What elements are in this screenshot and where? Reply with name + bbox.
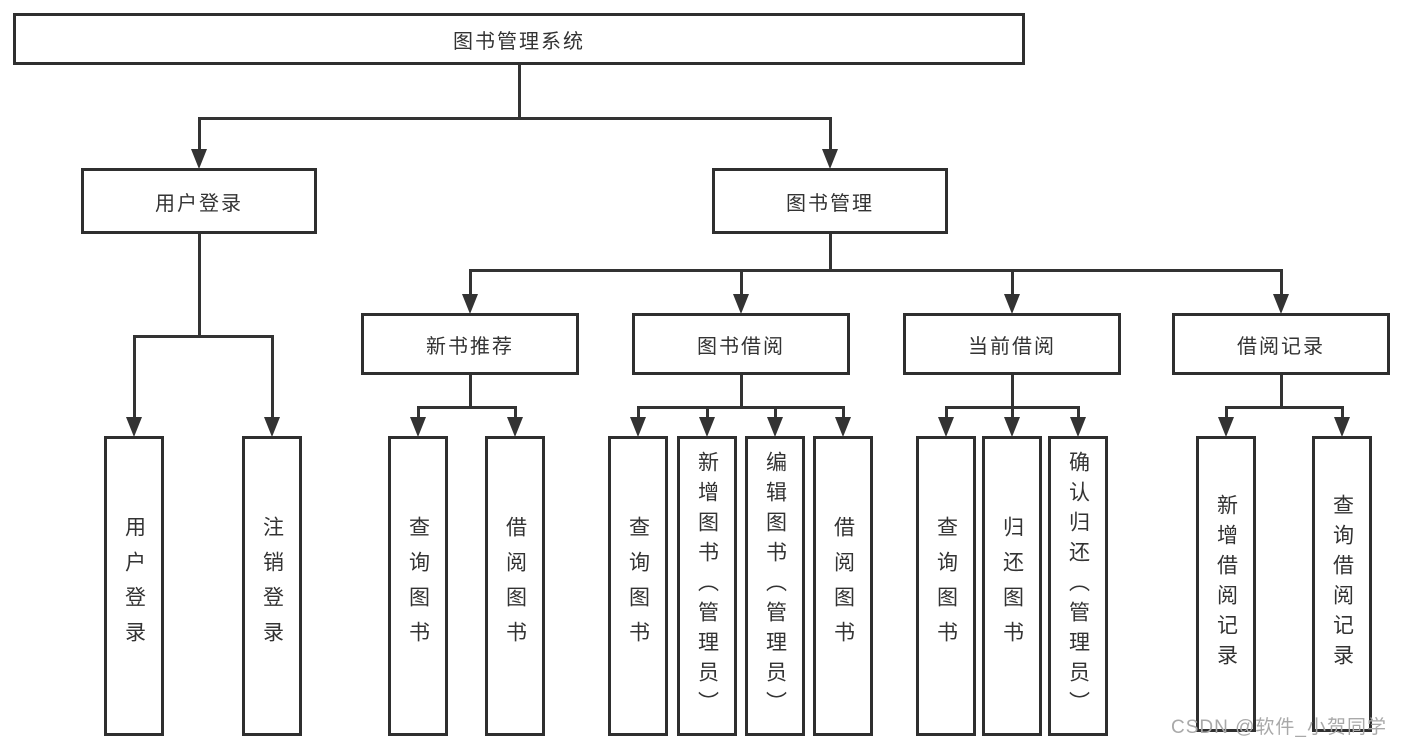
connector-line xyxy=(828,118,832,150)
connector-line xyxy=(1340,407,1344,418)
connector-line xyxy=(944,407,948,418)
node-v-borrow-book-1: 借阅图书 xyxy=(485,436,545,736)
arrowhead-down-icon xyxy=(126,417,142,437)
connector-line xyxy=(132,334,274,338)
node-v-query-record: 查询借阅记录 xyxy=(1312,436,1372,732)
connector-line xyxy=(468,375,472,407)
node-label: 新增借阅记录 xyxy=(1214,494,1238,674)
node-v-query-book-2: 查询图书 xyxy=(608,436,668,736)
node-v-confirm-return: 确认归还（管理员） xyxy=(1048,436,1108,736)
connector-line xyxy=(1010,407,1014,418)
node-borrow-records: 借阅记录 xyxy=(1172,313,1390,375)
arrowhead-down-icon xyxy=(462,294,478,314)
node-label: 新书推荐 xyxy=(426,335,514,358)
connector-line xyxy=(773,407,777,418)
connector-line xyxy=(197,234,201,336)
node-v-query-book-3: 查询图书 xyxy=(916,436,976,736)
arrowhead-down-icon xyxy=(410,417,426,437)
node-root: 图书管理系统 xyxy=(13,13,1025,65)
node-label: 新增图书（管理员） xyxy=(695,451,719,721)
connector-line xyxy=(636,405,845,409)
connector-line xyxy=(1010,270,1014,295)
node-label: 借阅图书 xyxy=(831,516,855,656)
arrowhead-down-icon xyxy=(1004,417,1020,437)
node-label: 查询图书 xyxy=(934,516,958,656)
connector-line xyxy=(1224,405,1344,409)
arrowhead-down-icon xyxy=(699,417,715,437)
connector-line xyxy=(1279,375,1283,407)
connector-line xyxy=(270,336,274,418)
node-label: 图书借阅 xyxy=(697,335,785,358)
node-label: 确认归还（管理员） xyxy=(1066,451,1090,721)
node-v-return-book: 归还图书 xyxy=(982,436,1042,736)
arrowhead-down-icon xyxy=(1070,417,1086,437)
node-label: 用户登录 xyxy=(155,192,243,215)
node-label: 查询图书 xyxy=(626,516,650,656)
node-label: 注销登录 xyxy=(260,516,284,656)
arrowhead-down-icon xyxy=(1218,417,1234,437)
connector-line xyxy=(841,407,845,418)
node-label: 图书管理 xyxy=(786,192,874,215)
connector-line xyxy=(468,270,472,295)
arrowhead-down-icon xyxy=(264,417,280,437)
connector-line xyxy=(1010,375,1014,407)
connector-line xyxy=(197,116,832,120)
connector-line xyxy=(828,234,832,270)
connector-line xyxy=(1076,407,1080,418)
connector-line xyxy=(1279,270,1283,295)
connector-line xyxy=(197,118,201,150)
connector-line xyxy=(739,375,743,407)
node-user-login: 用户登录 xyxy=(81,168,317,234)
node-v-add-book: 新增图书（管理员） xyxy=(677,436,737,736)
node-label: 借阅图书 xyxy=(503,516,527,656)
node-book-borrow: 图书借阅 xyxy=(632,313,850,375)
node-v-edit-book: 编辑图书（管理员） xyxy=(745,436,805,736)
node-new-book-rec: 新书推荐 xyxy=(361,313,579,375)
arrowhead-down-icon xyxy=(191,149,207,169)
arrowhead-down-icon xyxy=(1334,417,1350,437)
node-v-query-book-1: 查询图书 xyxy=(388,436,448,736)
node-v-add-record: 新增借阅记录 xyxy=(1196,436,1256,732)
node-label: 借阅记录 xyxy=(1237,335,1325,358)
arrowhead-down-icon xyxy=(1004,294,1020,314)
node-label: 查询借阅记录 xyxy=(1330,494,1354,674)
connector-line xyxy=(132,336,136,418)
node-current-borrow: 当前借阅 xyxy=(903,313,1121,375)
node-v-user-login: 用户登录 xyxy=(104,436,164,736)
arrowhead-down-icon xyxy=(733,294,749,314)
arrowhead-down-icon xyxy=(507,417,523,437)
connector-line xyxy=(513,407,517,418)
csdn-watermark: CSDN @软件_小贺同学 xyxy=(1171,717,1387,738)
connector-line xyxy=(416,405,517,409)
arrowhead-down-icon xyxy=(1273,294,1289,314)
node-label: 归还图书 xyxy=(1000,516,1024,656)
connector-line xyxy=(468,268,1283,272)
node-label: 当前借阅 xyxy=(968,335,1056,358)
arrowhead-down-icon xyxy=(835,417,851,437)
connector-line xyxy=(1224,407,1228,418)
arrowhead-down-icon xyxy=(767,417,783,437)
arrowhead-down-icon xyxy=(938,417,954,437)
node-v-logout: 注销登录 xyxy=(242,436,302,736)
node-book-mgmt: 图书管理 xyxy=(712,168,948,234)
node-v-borrow-book-2: 借阅图书 xyxy=(813,436,873,736)
connector-line xyxy=(416,407,420,418)
node-label: 图书管理系统 xyxy=(453,30,585,53)
connector-line xyxy=(705,407,709,418)
node-label: 编辑图书（管理员） xyxy=(763,451,787,721)
node-label: 查询图书 xyxy=(406,516,430,656)
node-label: 用户登录 xyxy=(122,516,146,656)
arrowhead-down-icon xyxy=(822,149,838,169)
connector-line xyxy=(517,65,521,118)
arrowhead-down-icon xyxy=(630,417,646,437)
connector-line xyxy=(636,407,640,418)
connector-line xyxy=(739,270,743,295)
